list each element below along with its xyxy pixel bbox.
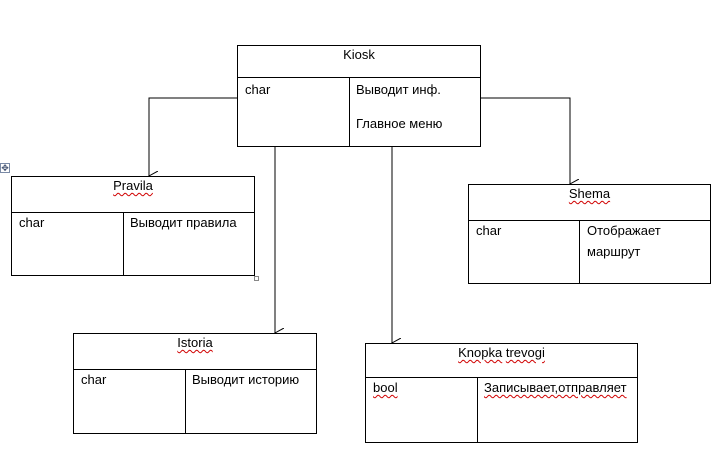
istoria-desc: Выводит историю [192,372,300,387]
knopka-divider [477,378,478,442]
arrow-kiosk-pravila [149,97,237,176]
knopka-type: bool [373,380,398,395]
resize-handle-icon[interactable] [254,276,259,281]
istoria-title: Istoria [74,334,316,370]
shema-type: char [476,223,502,238]
kiosk-box[interactable]: Kiosk char Выводит инф. Главное меню [237,45,481,147]
pravila-divider [123,213,124,275]
pravila-title-text: Pravila [113,178,153,193]
shema-desc-1: Отображает [587,223,661,238]
istoria-box[interactable]: Istoria char Выводит историю [73,333,317,434]
kiosk-divider [349,78,350,146]
kiosk-desc-1: Выводит инф. [356,82,441,97]
arrow-kiosk-shema [481,97,570,184]
istoria-title-text: Istoria [177,335,213,350]
istoria-type: char [81,372,107,387]
knopka-title-word2: trevogi [505,345,545,360]
kiosk-title: Kiosk [238,46,480,78]
knopka-desc: Записывает,отправляет [484,380,627,395]
pravila-box[interactable]: Pravila char Выводит правила [11,176,255,276]
shema-desc-2: маршрут [587,244,641,259]
kiosk-desc-2: Главное меню [356,116,443,131]
move-anchor-icon[interactable]: ✥ [0,163,10,173]
pravila-type: char [19,215,45,230]
pravila-title: Pravila [12,177,254,213]
shema-title: Shema [469,185,710,221]
knopka-title-word1: Knopka [458,345,503,360]
knopka-box[interactable]: Knopka trevogi bool Записывает,отправляе… [365,343,638,443]
istoria-divider [185,370,186,433]
kiosk-type: char [245,82,271,97]
shema-box[interactable]: Shema char Отображает маршрут [468,184,711,284]
shema-title-text: Shema [568,186,611,201]
knopka-title: Knopka trevogi [366,344,637,378]
pravila-desc: Выводит правила [130,215,237,230]
shema-divider [579,221,580,283]
